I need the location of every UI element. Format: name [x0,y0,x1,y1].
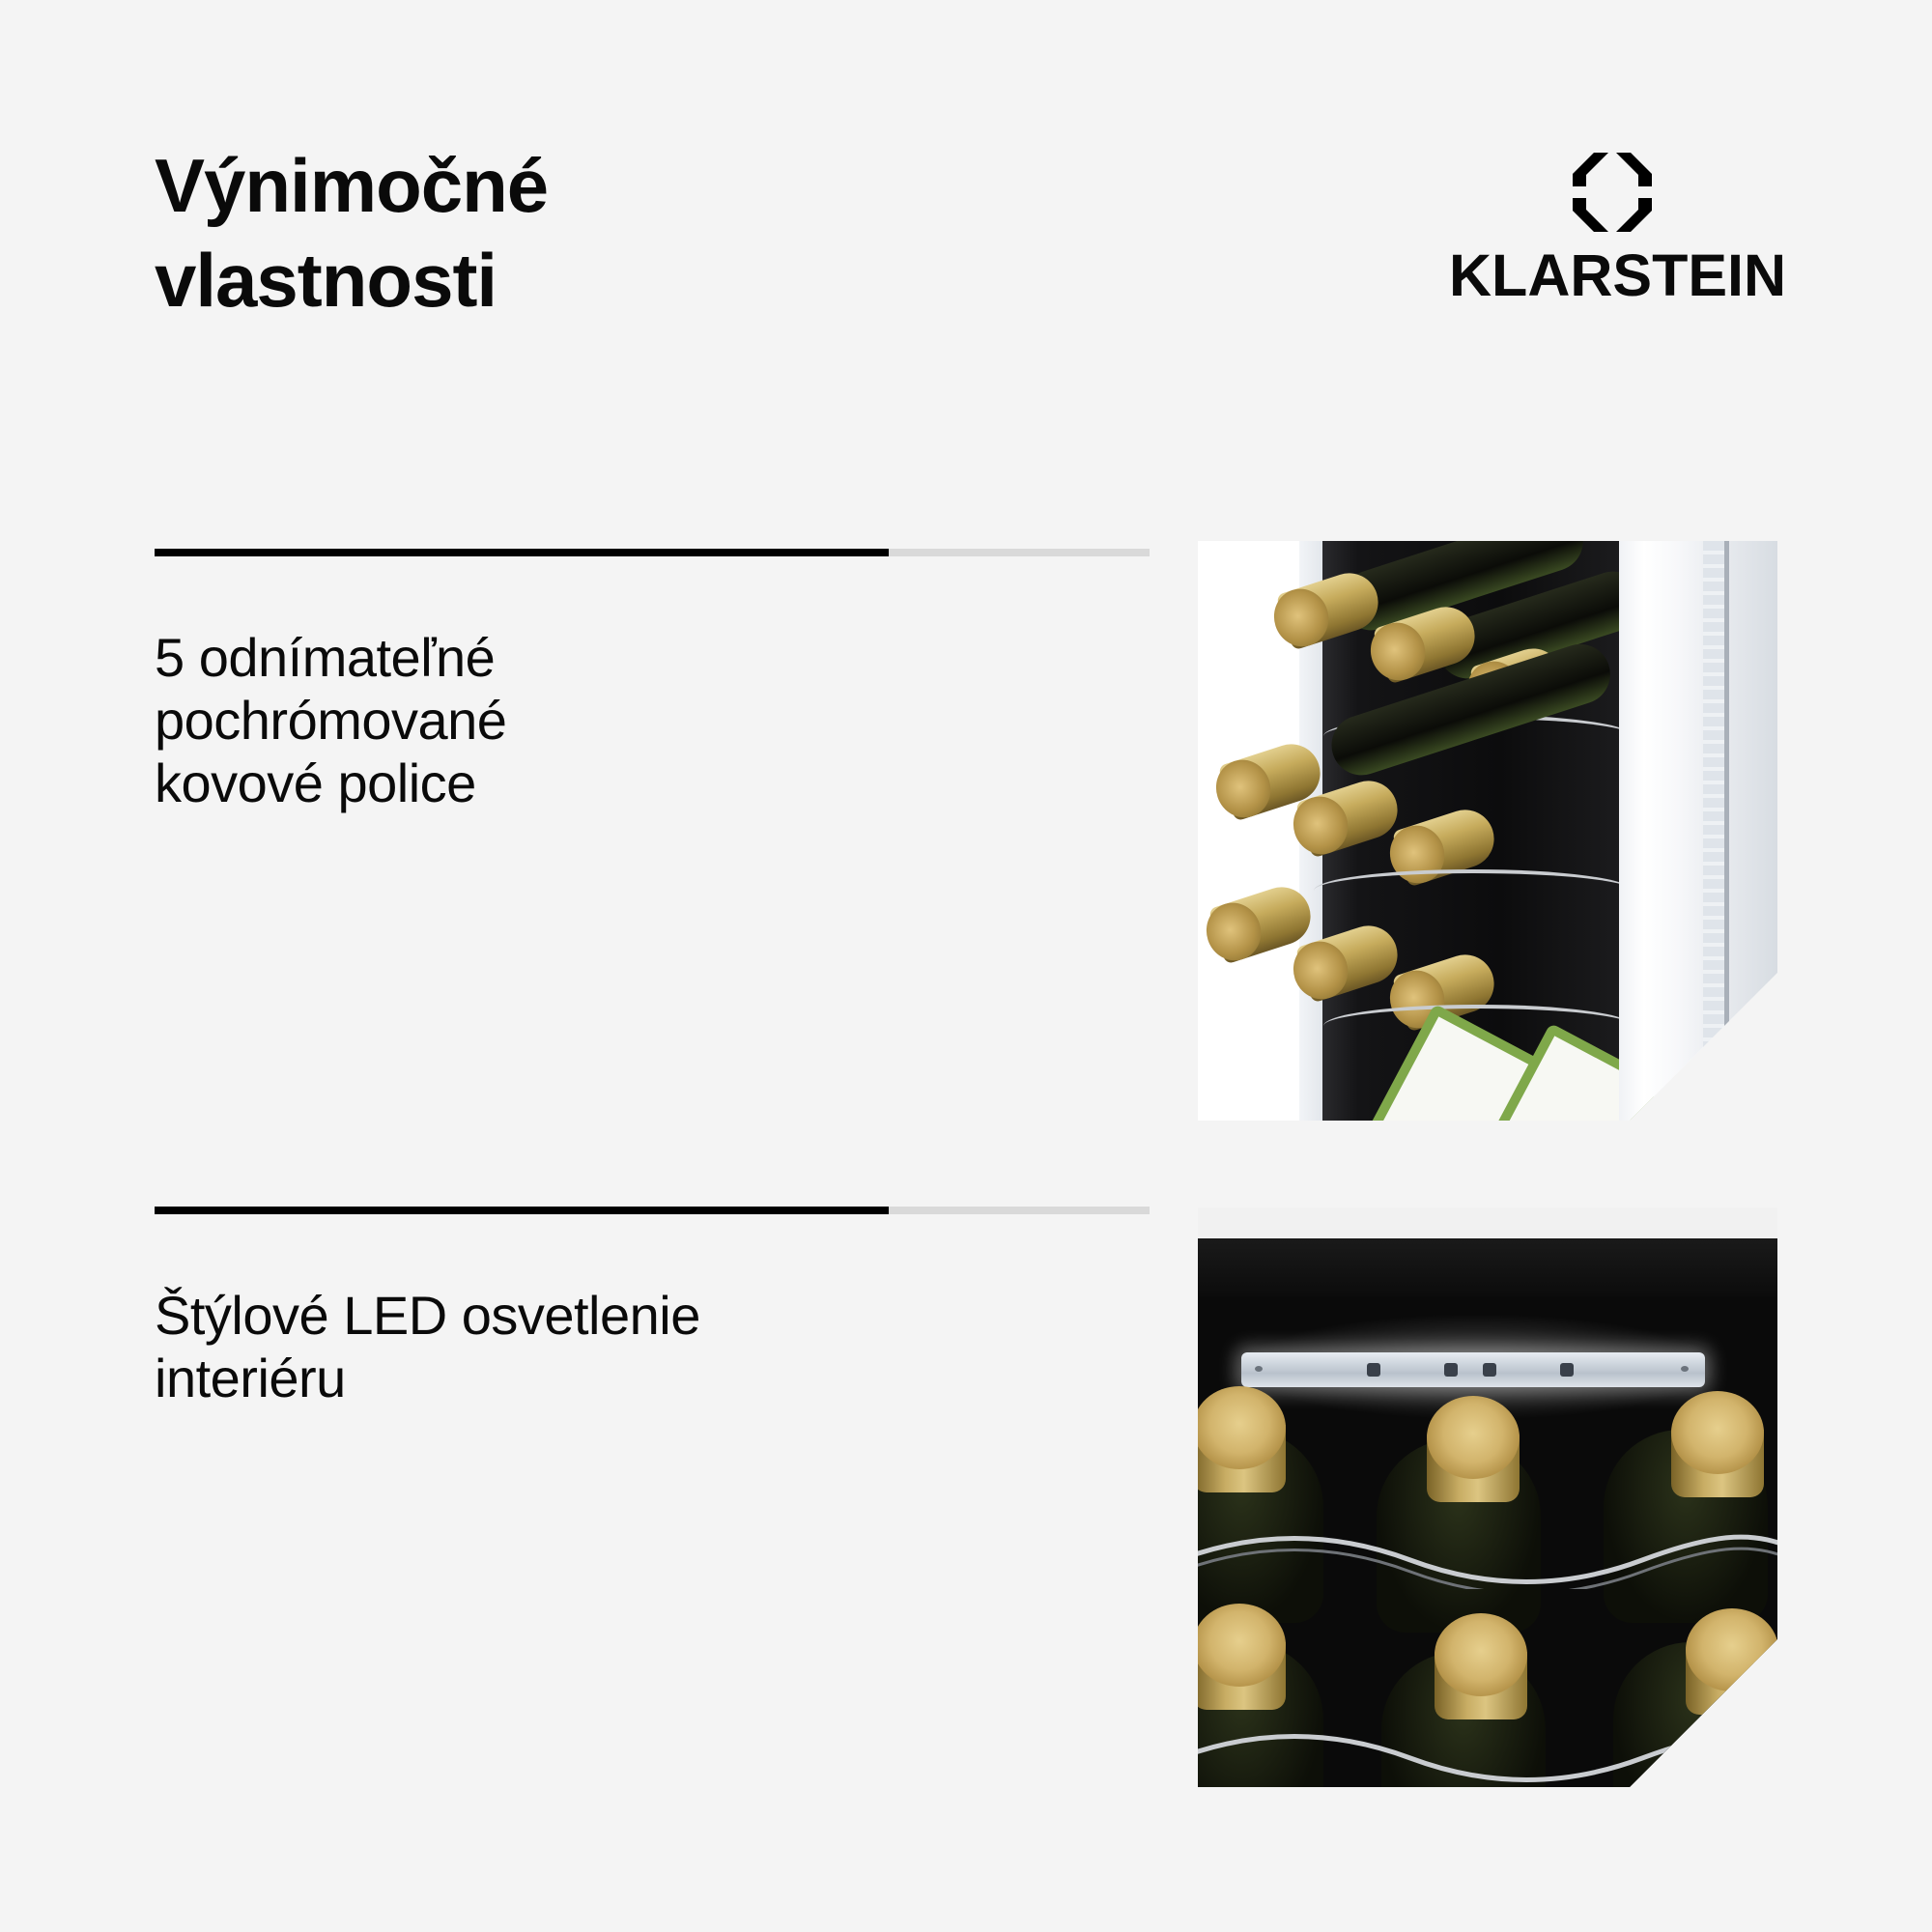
led-slot [1444,1363,1458,1377]
feature-image-shelves [1198,541,1777,1121]
progress-fill [155,549,889,556]
bottle-cap [1427,1396,1520,1502]
feature-progress-bar [155,1207,1150,1214]
feature-description: Štýlové LED osvetlenie interiéru [155,1284,1150,1409]
led-slot [1560,1363,1574,1377]
door-seal [1703,541,1724,1121]
page-title-line-2: vlastnosti [155,238,497,323]
chrome-shelf [1198,1732,1777,1782]
door-frame [1619,541,1703,1121]
door-glass [1729,541,1777,1121]
led-slot [1483,1363,1496,1377]
door-seal-line [1724,541,1729,1121]
feature-description: 5 odnímateľné pochrómované kovové police [155,626,1150,814]
chrome-shelf [1198,1534,1777,1589]
feature-item: Štýlové LED osvetlenie interiéru [155,1207,1150,1409]
bottle-cap [1686,1608,1777,1715]
led-light-bar [1241,1352,1705,1387]
bottle-cap [1435,1613,1527,1719]
brand-name: KLARSTEIN [1449,242,1787,308]
bottle-cap [1198,1604,1286,1710]
klarstein-octagon-logo-icon [1573,153,1652,232]
fridge-ceiling [1198,1238,1777,1296]
feature-description-line: 5 odnímateľné [155,627,496,688]
chrome-shelf [1323,1005,1633,1047]
feature-progress-bar [155,549,1150,556]
feature-description-line: pochrómované [155,690,507,751]
bottle-cap [1671,1391,1764,1497]
led-slot [1367,1363,1380,1377]
fridge-top-edge [1198,1208,1777,1238]
feature-description-line: kovové police [155,753,476,813]
page-title-line-1: Výnimočné [155,143,549,228]
screw-icon [1681,1366,1689,1372]
screw-icon [1255,1366,1263,1372]
bottle-cap [1198,1386,1286,1492]
chrome-shelf [1314,869,1633,912]
progress-fill [155,1207,889,1214]
page-title: Výnimočné vlastnosti [155,138,549,327]
feature-description-line: Štýlové LED osvetlenie [155,1285,700,1346]
feature-description-line: interiéru [155,1348,346,1408]
feature-image-led [1198,1208,1777,1787]
feature-item: 5 odnímateľné pochrómované kovové police [155,549,1150,814]
